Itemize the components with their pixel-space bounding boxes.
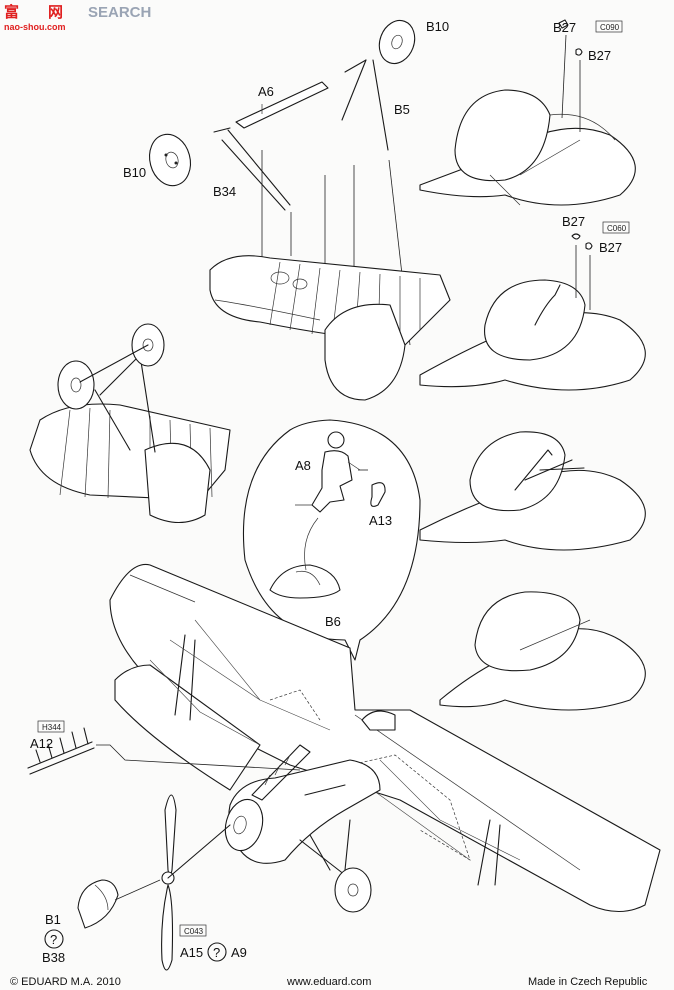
label-b6: B6 [325,614,341,629]
label-a8: A8 [295,458,311,473]
propeller-parts [77,794,231,971]
nose-step-3 [419,431,646,551]
tag-h344-box [37,720,65,733]
question-mark-2: ? [213,945,220,960]
footer: © EDUARD M.A. 2010 www.eduard.com Made i… [10,976,648,988]
label-c060: C060 [607,224,627,233]
label-a6: A6 [258,84,274,99]
watermark-logo: 富 网 SEARCH nao-shou.com [4,3,151,32]
label-b10-top: B10 [426,19,449,34]
landing-gear-parts [148,19,416,346]
tag-c043-box [179,924,207,937]
watermark-url: nao-shou.com [4,22,66,32]
label-b1: B1 [45,912,61,927]
footer-copyright: © EDUARD M.A. 2010 [10,976,121,988]
label-b27-1b: B27 [588,48,611,63]
question-mark-1: ? [50,932,57,947]
footer-origin: Made in Czech Republic [528,976,648,988]
label-a12: A12 [30,736,53,751]
tag-c090-box [595,20,623,33]
label-b38: B38 [42,950,65,965]
pilot-callout [242,419,421,661]
question-icon-a9 [207,942,227,962]
nose-step-2 [419,233,646,391]
watermark-search: SEARCH [88,4,151,21]
label-h344: H344 [42,723,62,732]
label-a13: A13 [369,513,392,528]
label-b27-1a: B27 [553,20,576,35]
label-a9: A9 [231,945,247,960]
footer-website: www.eduard.com [286,976,371,988]
label-a15: A15 [180,945,203,960]
label-c043: C043 [184,927,204,936]
installed-gear [29,323,231,524]
label-b5: B5 [394,102,410,117]
watermark-cn-2: 网 [48,4,63,21]
watermark-cn-1: 富 [4,3,19,21]
label-b34: B34 [213,184,236,199]
lower-wing-center [209,255,451,401]
part-labels: B10 A6 B5 B10 B34 B27 C090 B27 B27 C060 … [30,19,630,965]
nose-step-1 [419,19,636,206]
label-b27-2b: B27 [599,240,622,255]
label-b27-2a: B27 [562,214,585,229]
label-b10-left: B10 [123,165,146,180]
part-a12-rack [27,727,301,775]
question-icon-b38 [44,929,64,949]
tag-c060-box [602,221,630,234]
biplane-assembly [109,563,661,913]
label-c090: C090 [600,23,620,32]
nose-step-4 [439,591,646,711]
